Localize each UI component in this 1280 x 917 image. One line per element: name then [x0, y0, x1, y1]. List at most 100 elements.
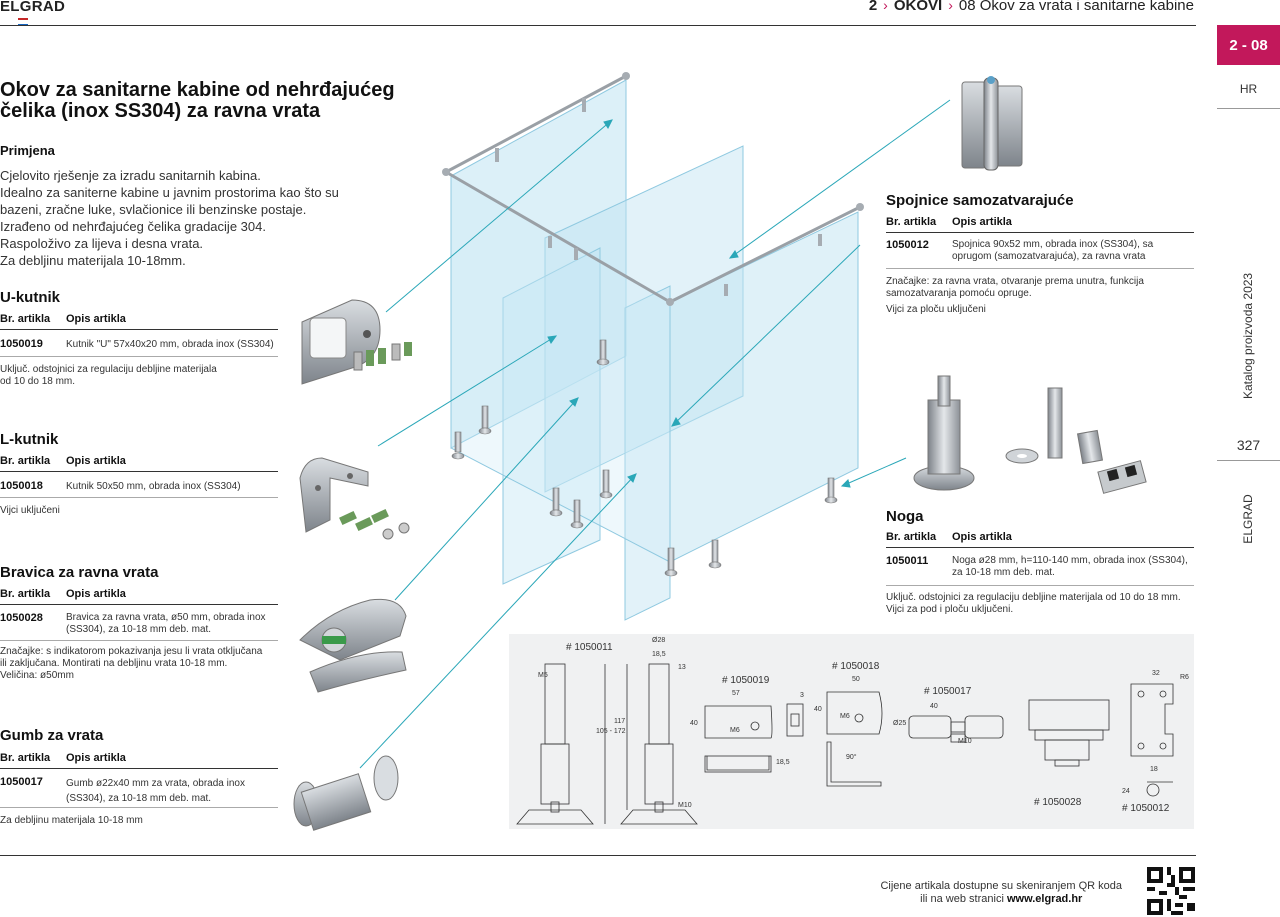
- article-description: Noga ø28 mm, h=110-140 mm, obrada inox (…: [952, 555, 1188, 578]
- lock-image: [299, 598, 407, 693]
- dimension-label: M10: [958, 738, 972, 745]
- article-code: 1050018: [0, 480, 43, 492]
- l-bracket-image: [299, 457, 410, 540]
- dimension-label: 40: [690, 720, 698, 727]
- breadcrumb-section[interactable]: OKOVI: [893, 0, 943, 14]
- article-description: Gumb ø22x40 mm za vrata, obrada inox (SS…: [66, 778, 245, 804]
- website-link[interactable]: www.elgrad.hr: [1006, 893, 1083, 905]
- dimension-label: 50: [852, 676, 860, 683]
- chevron-right-icon: ›: [948, 0, 953, 13]
- article-note: Značajke: za ravna vrata, otvaranje prem…: [886, 276, 1144, 315]
- dimension-label: 18,5: [776, 759, 790, 766]
- article-note: Za debljinu materijala 10-18 mm: [0, 815, 143, 826]
- dimension-label: 24: [1122, 788, 1130, 795]
- chevron-right-icon: ›: [883, 0, 888, 13]
- table-rule: [0, 329, 278, 330]
- article-code: 1050012: [886, 239, 929, 251]
- dimension-label: 18,5: [652, 651, 666, 658]
- page-number: 327: [1236, 437, 1261, 453]
- dimension-label: 32: [1152, 670, 1160, 677]
- section-title-lock: Bravica za ravna vrata: [0, 564, 159, 581]
- table-rule: [886, 547, 1194, 548]
- table-rule: [0, 640, 278, 641]
- section-title-hinge: Spojnice samozatvarajuće: [886, 192, 1074, 209]
- dimension-label: 18: [1150, 766, 1158, 773]
- dimension-label: M6: [730, 727, 740, 734]
- application-heading: Primjena: [0, 143, 55, 158]
- table-rule: [0, 497, 278, 498]
- drawing-label: # 1050019: [722, 675, 770, 686]
- table-rule: [0, 356, 278, 357]
- hinge-image: [961, 76, 1023, 171]
- breadcrumb: 2 › OKOVI › 08 Okov za vrata i sanitarne kab…: [869, 0, 1194, 14]
- dimension-label: Ø25: [893, 720, 907, 727]
- article-code: 1050011: [886, 555, 929, 567]
- cabin-top-rail: [444, 74, 862, 304]
- article-description: Kutnik "U" 57x40x20 mm, obrada inox (SS3…: [66, 339, 274, 350]
- header-divider: [0, 25, 1196, 26]
- dimension-label: 57: [732, 690, 740, 697]
- table-rule: [886, 585, 1194, 586]
- table-rule: [0, 768, 278, 769]
- drawing-label: # 1050012: [1122, 803, 1170, 814]
- drawing-label: # 1050018: [832, 661, 880, 672]
- article-note: Uključ. odstojnici za regulaciju debljin…: [0, 364, 217, 387]
- breadcrumb-code[interactable]: 08: [958, 0, 976, 14]
- table-rule: [0, 807, 278, 808]
- breadcrumb-title[interactable]: Okov za vrata i sanitarne kabine: [979, 0, 1194, 14]
- cabin-legs: [451, 339, 838, 577]
- leader-lines: [359, 99, 951, 769]
- drawing-label: # 1050017: [924, 686, 972, 697]
- article-code: 1050017: [0, 776, 43, 788]
- breadcrumb-chapter[interactable]: 2: [868, 0, 878, 14]
- article-description: Bravica za ravna vrata, ø50 mm, obrada i…: [66, 612, 266, 635]
- language-label: HR: [1239, 82, 1258, 96]
- dimension-label: R6: [1180, 674, 1189, 681]
- article-code: 1050028: [0, 612, 43, 624]
- article-note: Vijci uključeni: [0, 505, 60, 516]
- drawing-label: # 1050011: [566, 642, 613, 653]
- knob-image: [293, 755, 399, 831]
- cabin-glass-panels: [450, 79, 859, 621]
- article-code: 1050019: [0, 338, 43, 350]
- brand-logo: ELGRAD: [0, 0, 66, 15]
- dimension-label: 117: [614, 718, 626, 725]
- section-title-leg: Noga: [886, 508, 924, 525]
- footer-divider: [0, 855, 1196, 856]
- table-rule: [886, 232, 1194, 233]
- dimension-label: 3: [800, 692, 804, 699]
- intro-text: Cjelovito rješenje za izradu sanitarnih …: [0, 168, 339, 268]
- table-rule: [0, 471, 278, 472]
- dimension-label: 105 - 172: [596, 728, 626, 735]
- table-rule: [0, 604, 278, 605]
- rail-connectors: [442, 72, 864, 306]
- chapter-tab[interactable]: 2 - 08: [1217, 25, 1280, 65]
- qr-code-icon[interactable]: [1147, 867, 1195, 915]
- dimension-label: Ø28: [652, 637, 666, 644]
- section-title-knob: Gumb za vrata: [0, 727, 104, 744]
- table-rule: [886, 268, 1194, 269]
- dimension-label: M6: [840, 713, 850, 720]
- rail-divider: [1217, 460, 1280, 461]
- dimension-label: 13: [678, 664, 686, 671]
- footer-text: Cijene artikala dostupne su skeniranjem …: [880, 880, 1122, 905]
- article-note: Uključ. odstojnici za regulaciju debljin…: [886, 592, 1181, 615]
- u-bracket-image: [301, 299, 412, 385]
- drawing-label: # 1050028: [1034, 797, 1082, 808]
- leg-image: [913, 375, 1147, 494]
- page-title: Okov za sanitarne kabine od nehrđajućeg …: [0, 79, 395, 122]
- technical-drawings: [516, 663, 1174, 825]
- dimension-label: 40: [814, 706, 822, 713]
- article-description: Spojnica 90x52 mm, obrada inox (SS304), …: [952, 239, 1154, 262]
- dimension-label: M10: [678, 802, 692, 809]
- dimension-label: 40: [930, 703, 938, 710]
- section-title-u-bracket: U-kutnik: [0, 289, 60, 306]
- dimension-label: M5: [538, 672, 548, 679]
- technical-drawings-panel: [509, 634, 1194, 829]
